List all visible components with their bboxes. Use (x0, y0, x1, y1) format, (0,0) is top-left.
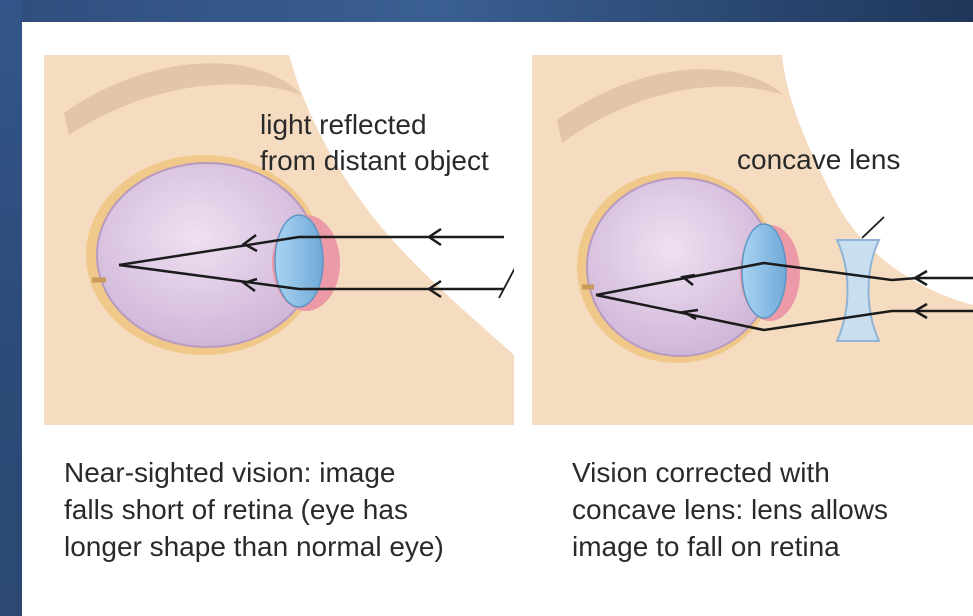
concave-lens-label: concave lens (737, 142, 900, 178)
caption-line: falls short of retina (eye has (64, 491, 444, 528)
caption-line: image to fall on retina (572, 528, 888, 565)
corrected-vision-caption: Vision corrected with concave lens: lens… (572, 454, 888, 565)
eye-lens (742, 224, 786, 318)
caption-line: concave lens: lens allows (572, 491, 888, 528)
caption-line: longer shape than normal eye) (64, 528, 444, 565)
near-sighted-caption: Near-sighted vision: image falls short o… (64, 454, 444, 565)
left-frame-bar (0, 0, 22, 616)
corrected-vision-panel (532, 55, 973, 425)
eye-lens (275, 215, 323, 307)
caption-line: Near-sighted vision: image (64, 454, 444, 491)
label-pointer (862, 217, 884, 238)
slide-content: light reflected from distant object conc… (22, 22, 973, 616)
caption-line: Vision corrected with (572, 454, 888, 491)
left-diagram-label: light reflected from distant object (260, 107, 489, 179)
label-line-2: from distant object (260, 143, 489, 179)
label-pointer (499, 185, 514, 298)
top-frame-bar (0, 0, 973, 22)
label-line-1: light reflected (260, 107, 489, 143)
